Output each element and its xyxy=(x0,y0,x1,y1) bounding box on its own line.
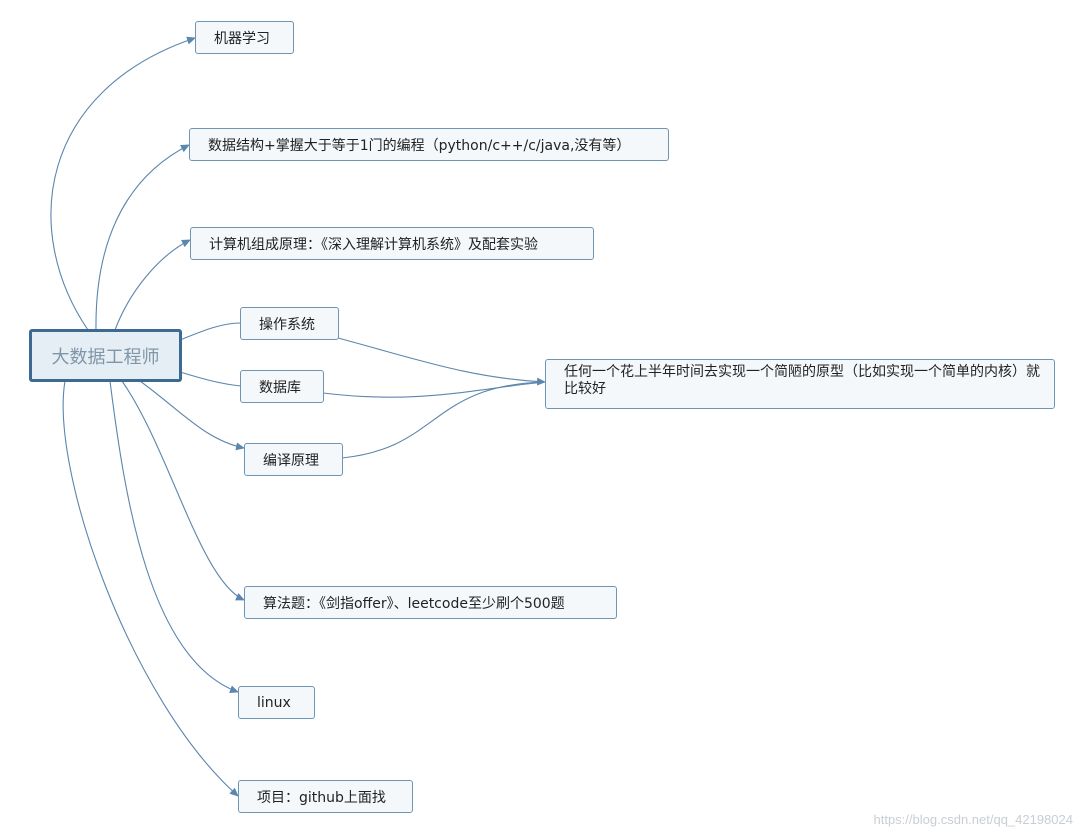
root-node-label: 大数据工程师 xyxy=(51,346,160,368)
node-compiler-principles[interactable]: 编译原理 xyxy=(244,443,343,476)
node-label: linux xyxy=(257,694,291,711)
node-linux[interactable]: linux xyxy=(238,686,315,719)
node-label: 算法题：《剑指offer》、leetcode至少刷个500题 xyxy=(263,595,565,612)
node-label: 计算机组成原理：《深入理解计算机系统》及配套实验 xyxy=(209,236,538,253)
node-computer-organization[interactable]: 计算机组成原理：《深入理解计算机系统》及配套实验 xyxy=(190,227,594,260)
node-label: 操作系统 xyxy=(259,316,315,333)
edge-root-data-structures xyxy=(95,144,190,331)
node-label: 数据结构+掌握大于等于1门的编程（python/c++/c/java,没有等） xyxy=(208,137,631,154)
node-label: 项目：github上面找 xyxy=(257,789,386,806)
edge-db-prototype xyxy=(322,381,546,398)
node-algorithm-practice[interactable]: 算法题：《剑指offer》、leetcode至少刷个500题 xyxy=(244,586,617,619)
edge-compiler-prototype xyxy=(341,381,546,459)
edge-root-compiler xyxy=(139,380,245,451)
watermark-url: https://blog.csdn.net/qq_42198024 xyxy=(873,812,1074,827)
edge-root-machine-learning xyxy=(50,36,196,331)
node-database[interactable]: 数据库 xyxy=(240,370,324,403)
edge-os-prototype xyxy=(337,337,546,386)
node-label: 机器学习 xyxy=(214,30,270,47)
edge-root-database xyxy=(179,371,242,387)
edge-root-computer-organization xyxy=(114,239,191,331)
node-label: 数据库 xyxy=(259,379,301,396)
node-operating-system[interactable]: 操作系统 xyxy=(240,307,339,340)
node-projects-github[interactable]: 项目：github上面找 xyxy=(238,780,413,813)
edge-root-project xyxy=(62,380,239,797)
edge-root-operating-system xyxy=(179,322,242,341)
root-node-big-data-engineer[interactable]: 大数据工程师 xyxy=(29,329,182,382)
edge-root-algorithms xyxy=(121,380,245,601)
node-prototype-project[interactable]: 任何一个花上半年时间去实现一个简陋的原型（比如实现一个简单的内核）就比较好 xyxy=(545,359,1055,409)
edge-root-linux xyxy=(109,380,239,694)
node-label: 编译原理 xyxy=(263,452,319,469)
node-data-structures-programming[interactable]: 数据结构+掌握大于等于1门的编程（python/c++/c/java,没有等） xyxy=(189,128,669,161)
node-machine-learning[interactable]: 机器学习 xyxy=(195,21,294,54)
node-label: 任何一个花上半年时间去实现一个简陋的原型（比如实现一个简单的内核）就比较好 xyxy=(564,364,1040,397)
